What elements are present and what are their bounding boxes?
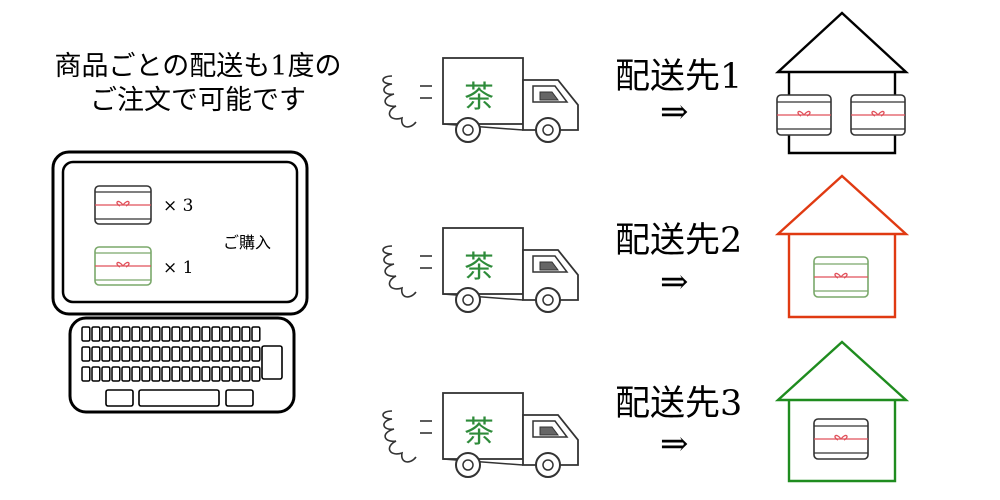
destination-label-1: 配送先1 xyxy=(615,57,743,97)
item-quantity-2: × 1 xyxy=(163,258,194,278)
double-arrow-icon: ⇒ xyxy=(660,92,689,132)
keyboard-key xyxy=(151,346,161,362)
truck-cargo-label: 茶 xyxy=(464,80,494,115)
keyboard-key xyxy=(181,346,191,362)
keyboard-key xyxy=(211,366,221,382)
keyboard-key xyxy=(161,326,171,342)
keyboard-key xyxy=(191,326,201,342)
double-arrow-icon: ⇒ xyxy=(660,424,689,464)
gift-box-icon xyxy=(813,418,869,460)
delivery-truck-3: 茶 xyxy=(380,385,590,485)
delivery-truck-2: 茶 xyxy=(380,220,590,320)
keyboard-key xyxy=(201,346,211,362)
keyboard-key xyxy=(81,326,91,342)
keyboard-key xyxy=(221,326,231,342)
house-icon xyxy=(774,174,910,319)
gift-box-icon xyxy=(94,246,152,286)
keyboard-key xyxy=(131,346,141,362)
gift-box-icon xyxy=(94,185,152,225)
keyboard-key xyxy=(221,346,231,362)
keyboard-key xyxy=(121,326,131,342)
keyboard-key xyxy=(151,366,161,382)
keyboard-key xyxy=(151,326,161,342)
keyboard-key xyxy=(141,346,151,362)
keyboard-key xyxy=(101,346,111,362)
keyboard-key xyxy=(111,326,121,342)
keyboard-key xyxy=(181,326,191,342)
delivery-truck-icon xyxy=(382,227,579,313)
keyboard-key xyxy=(211,346,221,362)
keyboard-key xyxy=(91,326,101,342)
keyboard-key xyxy=(211,326,221,342)
keyboard-key xyxy=(191,366,201,382)
keyboard-key xyxy=(141,366,151,382)
keyboard-key xyxy=(251,326,261,342)
keyboard-key xyxy=(161,366,171,382)
keyboard-key xyxy=(181,366,191,382)
keyboard-key xyxy=(81,346,91,362)
keyboard-key xyxy=(241,366,251,382)
keyboard-key xyxy=(91,366,101,382)
double-arrow-icon: ⇒ xyxy=(660,262,689,302)
purchase-label: ご購入 xyxy=(223,233,272,252)
keyboard-key xyxy=(231,366,241,382)
keyboard-key xyxy=(111,366,121,382)
keyboard-key xyxy=(201,366,211,382)
keyboard-key xyxy=(101,326,111,342)
delivery-truck-icon xyxy=(382,392,579,478)
headline-line-1: 商品ごとの配送も1度の xyxy=(54,51,342,82)
keyboard-key xyxy=(171,326,181,342)
keyboard-key xyxy=(121,346,131,362)
delivery-truck-1: 茶 xyxy=(380,50,590,150)
keyboard-key xyxy=(171,346,181,362)
keyboard-key xyxy=(241,326,251,342)
keyboard-key xyxy=(111,346,121,362)
keyboard-key xyxy=(201,326,211,342)
keyboard-key xyxy=(81,366,91,382)
keyboard-key xyxy=(191,346,201,362)
keyboard-key xyxy=(221,366,231,382)
headline: 商品ごとの配送も1度の ご注文で可能です xyxy=(18,50,378,118)
gift-box-icon xyxy=(813,256,869,298)
keyboard-key xyxy=(251,366,261,382)
keyboard-key xyxy=(101,366,111,382)
keyboard-key xyxy=(141,326,151,342)
keyboard-key xyxy=(251,346,261,362)
keyboard-key xyxy=(231,346,241,362)
keyboard-key xyxy=(241,346,251,362)
item-quantity-1: × 3 xyxy=(163,196,194,216)
keyboard-key xyxy=(131,366,141,382)
truck-cargo-label: 茶 xyxy=(464,250,494,285)
keyboard-key xyxy=(121,366,131,382)
delivery-truck-icon xyxy=(382,57,579,143)
keyboard-key xyxy=(161,346,171,362)
headline-line-2: ご注文で可能です xyxy=(90,85,306,116)
truck-cargo-label: 茶 xyxy=(464,415,494,450)
destination-label-2: 配送先2 xyxy=(615,221,743,261)
gift-box-icon xyxy=(776,94,832,136)
keyboard-key xyxy=(171,366,181,382)
keyboard-key xyxy=(231,326,241,342)
keyboard-key xyxy=(131,326,141,342)
keyboard-key xyxy=(91,346,101,362)
destination-label-3: 配送先3 xyxy=(615,384,743,424)
gift-box-icon xyxy=(850,94,906,136)
house-icon xyxy=(774,340,910,483)
